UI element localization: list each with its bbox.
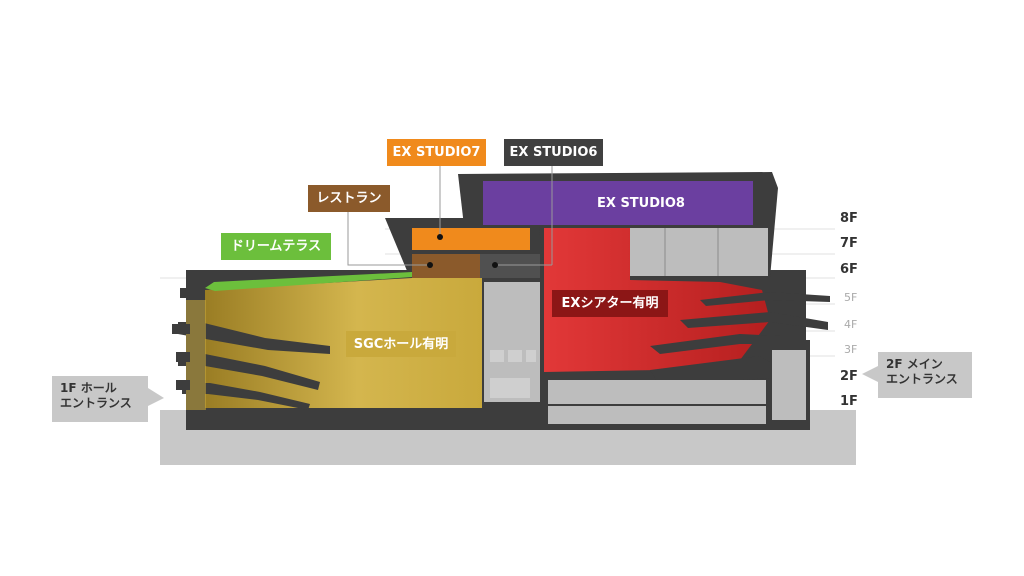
floor-label-2f: 2F (840, 369, 858, 384)
floor-label-5f: 5F (844, 291, 858, 304)
upper-room-dividers (664, 228, 719, 276)
sgc-hall-left-wall (186, 300, 206, 410)
leader-dots (427, 234, 498, 268)
dream-terrace-area (205, 272, 412, 291)
entrance-2f-main[interactable]: 2F メイン エントランス (878, 352, 972, 398)
entrance-1f-hall[interactable]: 1F ホール エントランス (52, 376, 148, 422)
restaurant-tag[interactable]: レストラン (308, 185, 390, 212)
sgc-exterior-ledges (172, 288, 192, 390)
leader-lines (347, 166, 553, 266)
floor-label-6f: 6F (840, 262, 858, 277)
ex-theater-tag[interactable]: EXシアター有明 (552, 290, 668, 317)
ex-studio7-tag[interactable]: EX STUDIO7 (387, 139, 486, 166)
entrance-2f-line1: 2F メイン (886, 357, 943, 371)
floor-label-3f: 3F (844, 343, 858, 356)
ex-studio6-tag[interactable]: EX STUDIO6 (504, 139, 603, 166)
ex-studio8-tag[interactable]: EX STUDIO8 (597, 195, 685, 211)
ex-theater-seating-tiers (650, 292, 830, 386)
sgc-hall-tag[interactable]: SGCホール有明 (346, 331, 456, 357)
sgc-hall-seating-tiers (178, 322, 330, 410)
floor-label-4f: 4F (844, 318, 858, 331)
floor-label-8f: 8F (840, 211, 858, 226)
upper-rooms (630, 228, 768, 276)
lower-floor-2f (548, 380, 766, 404)
ex-studio7-area (412, 228, 530, 250)
ex-studio8-area (483, 181, 753, 225)
entrance-2f-line2: エントランス (886, 372, 958, 386)
annex-rooms (772, 350, 806, 420)
entrance-1f-line2: エントランス (60, 396, 132, 410)
lower-floor-1f (548, 406, 766, 424)
restaurant-area (412, 254, 480, 278)
core-rooms (490, 350, 536, 398)
entrance-1f-line1: 1F ホール (60, 381, 117, 395)
entrance-2f-arrow (862, 366, 878, 382)
ex-studio6-area (480, 254, 540, 278)
dream-terrace-tag[interactable]: ドリームテラス (221, 233, 331, 260)
entrance-1f-arrow (148, 388, 164, 406)
floor-label-1f: 1F (840, 394, 858, 409)
floor-label-7f: 7F (840, 236, 858, 251)
